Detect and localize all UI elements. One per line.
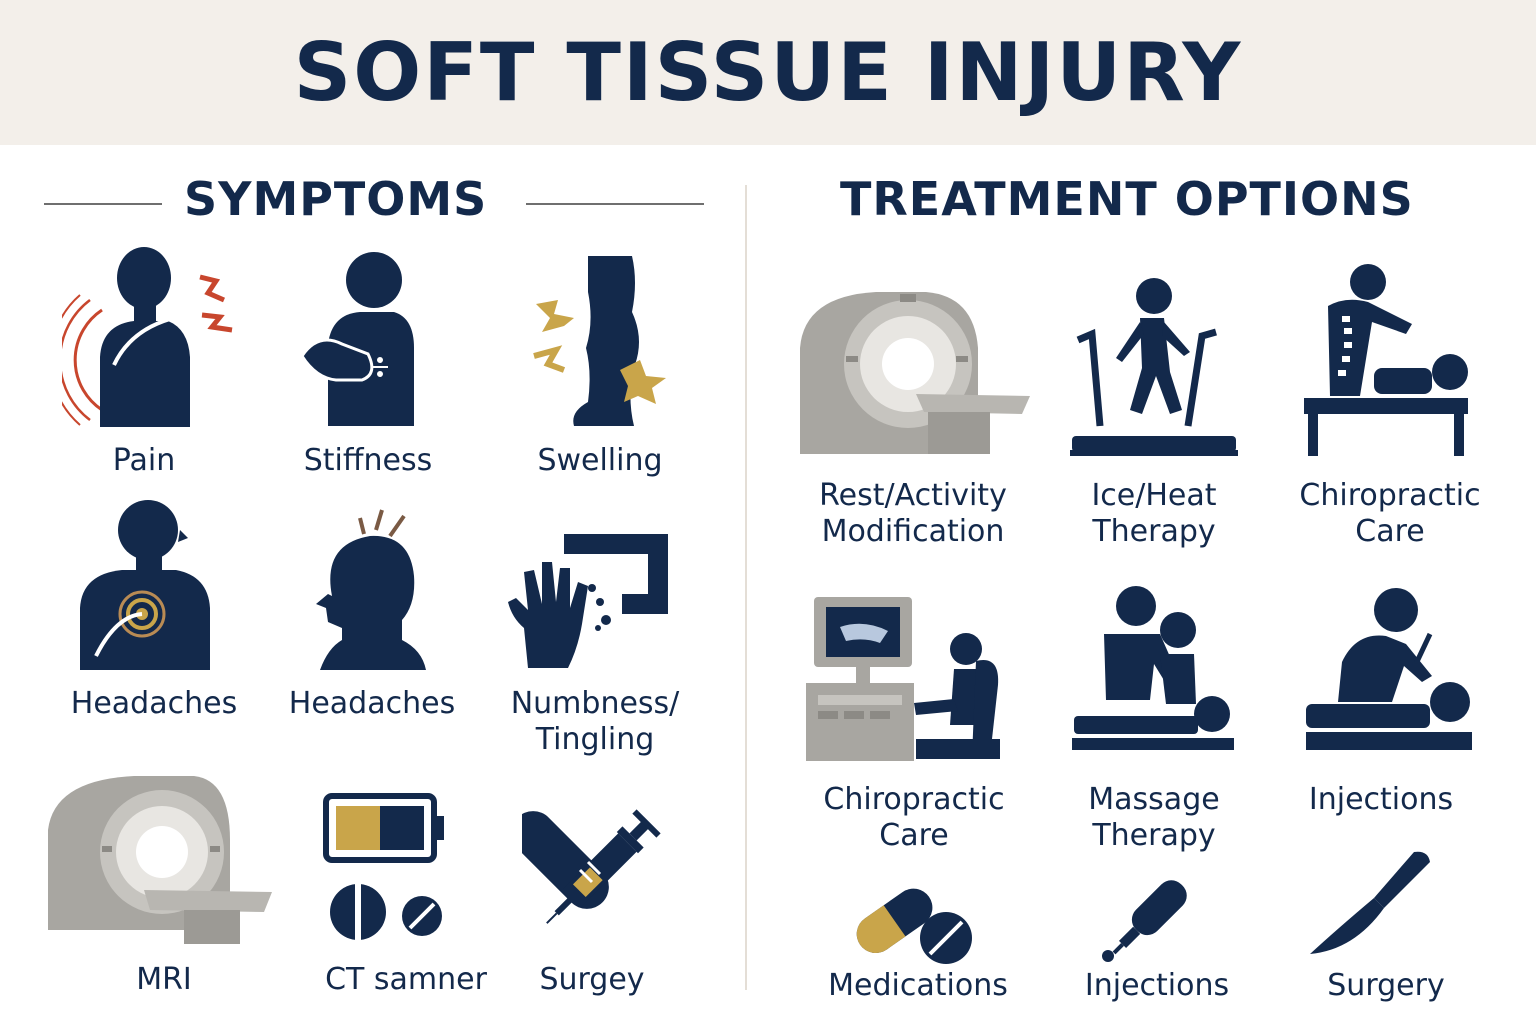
symptom-label-head-headaches: Headaches [288,686,456,721]
symptom-label-surgey: Surgey [539,962,645,997]
symptoms-heading: SYMPTOMS [184,172,488,226]
symptom-label-mri: MRI [136,962,192,997]
symptom-label-stiffness: Stiffness [303,443,433,478]
symptoms-rule-left [44,203,162,205]
shoulder-pain-icon [62,247,233,427]
symptom-label-ct: CT samner [325,962,487,997]
injector-icon [1102,880,1187,962]
head-pain-icon [316,509,426,670]
symptom-label-pain: Pain [112,443,176,478]
scalpel-icon [1310,851,1430,954]
column-divider [745,185,747,990]
battery-pills-icon [323,793,444,940]
therapist-patient-icon [1306,588,1472,750]
ct-scanner-icon [800,292,1030,454]
symptom-label-swelling: Swelling [537,443,663,478]
syringe-capsule-icon [522,809,661,924]
treatment-label-injections-2: Injections [1084,968,1230,1003]
treadmill-icon [1070,278,1238,456]
mri-scanner-icon [48,776,272,944]
treatment-label-rest: Rest/Activity Modification [819,478,1007,549]
title-banner: SOFT TISSUE INJURY [0,0,1536,145]
hand-tingling-icon [508,534,668,668]
treatment-label-surgery: Surgery [1327,968,1445,1003]
back-stiffness-icon [300,252,414,426]
treatment-label-ice-heat: Ice/Heat Therapy [1091,478,1217,549]
treatment-label-chiropractic-2: Chiropractic Care [823,782,1005,853]
ultrasound-monitor-icon [806,597,1000,761]
massage-icon [1072,586,1234,750]
treatments-heading: TREATMENT OPTIONS [840,172,1414,226]
treatment-label-injections-1: Injections [1308,782,1454,817]
treatment-label-massage: Massage Therapy [1088,782,1220,853]
page-title: SOFT TISSUE INJURY [293,26,1243,119]
symptom-label-chest-headaches: Headaches [70,686,238,721]
capsule-tablet-icon [856,888,972,964]
treatment-label-medications: Medications [828,968,1008,1003]
treatment-label-chiropractic-1: Chiropractic Care [1299,478,1481,549]
symptom-label-numbness: Numbness/ Tingling [510,686,680,757]
chest-pain-icon [80,500,210,670]
leg-swelling-icon [533,256,666,426]
symptoms-rule-right [526,203,704,205]
chiropractor-icon [1304,264,1468,456]
